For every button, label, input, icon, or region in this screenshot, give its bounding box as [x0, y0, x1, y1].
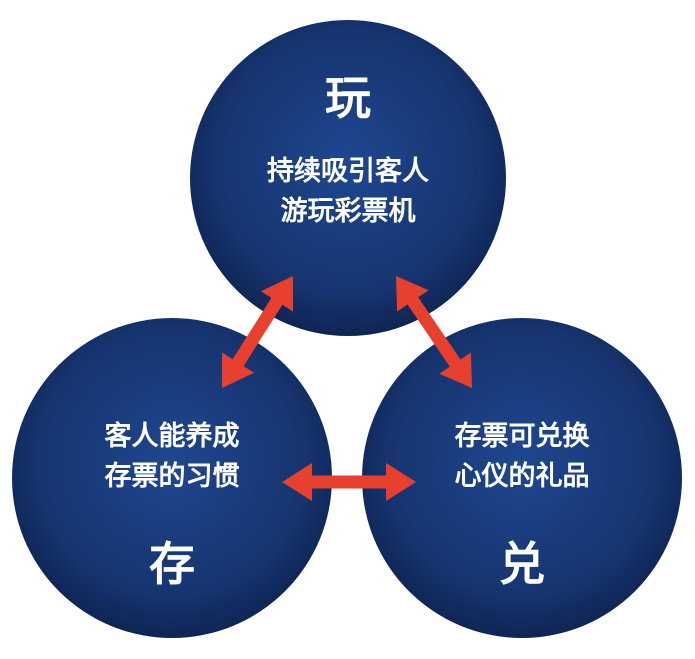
- circle-save: 客人能养成 存票的习惯 存: [12, 318, 332, 638]
- circle-save-line-1: 客人能养成: [105, 420, 240, 452]
- arrow-play-redeem: [396, 276, 472, 388]
- circle-play-shape: [190, 20, 506, 336]
- circle-play-title: 玩: [325, 71, 371, 125]
- circle-save-line-2: 存票的习惯: [105, 460, 240, 492]
- circle-save-title: 存: [149, 537, 195, 591]
- circle-redeem: 存票可兑换 心仪的礼品 兑: [362, 318, 682, 638]
- arrow-save-redeem: [282, 463, 416, 501]
- circle-redeem-line-1: 存票可兑换: [455, 421, 591, 452]
- arrow-play-save: [222, 276, 293, 388]
- circle-save-shape: [12, 318, 332, 638]
- arrow-layer: [222, 276, 472, 501]
- circle-redeem-shape: [362, 318, 682, 638]
- circle-play: 玩 持续吸引客人 游玩彩票机: [190, 20, 506, 336]
- circle-play-line-2: 游玩彩票机: [281, 196, 416, 227]
- circle-play-line-1: 持续吸引客人: [267, 155, 429, 187]
- circle-redeem-line-2: 心仪的礼品: [455, 460, 590, 492]
- circle-redeem-title: 兑: [499, 537, 545, 591]
